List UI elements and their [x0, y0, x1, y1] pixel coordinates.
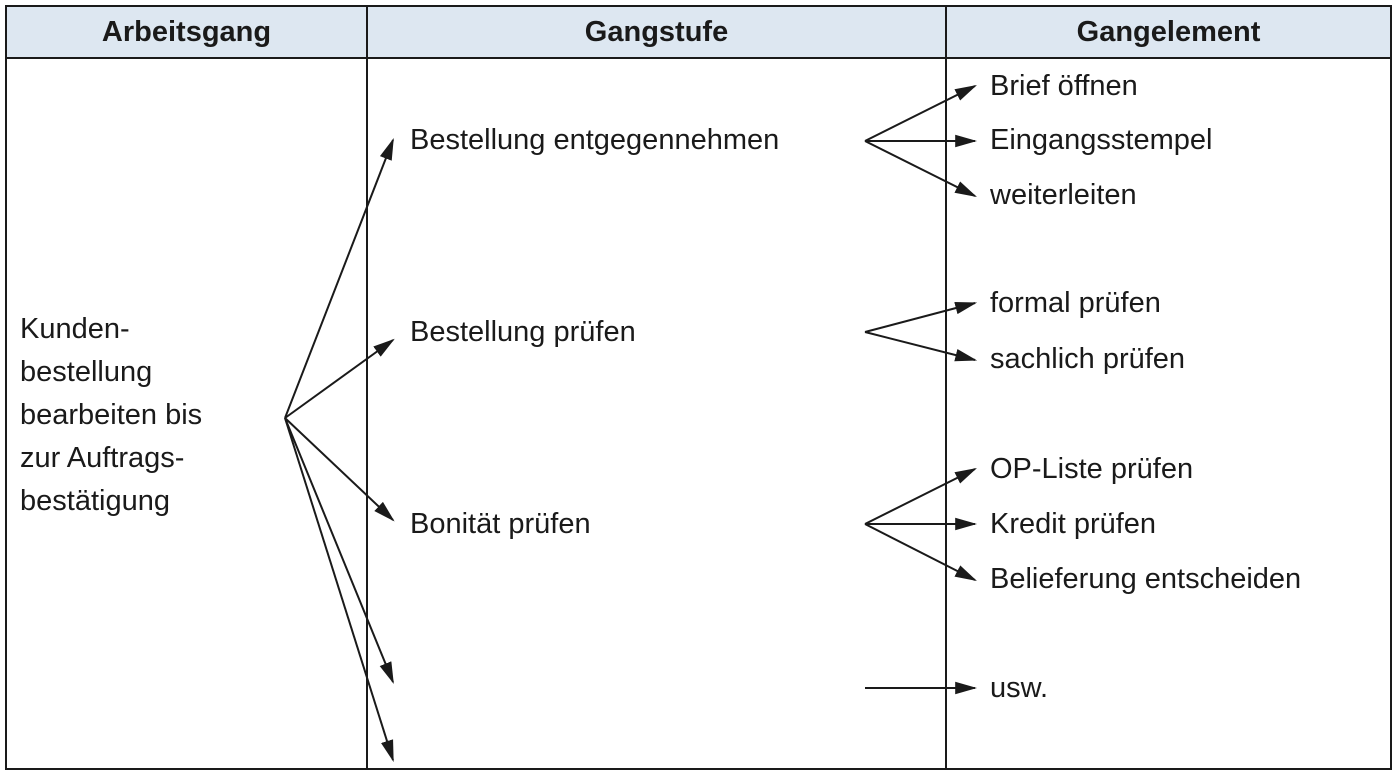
arrow-to-sachlich-pruefen: [864, 331, 978, 362]
header-gangstufe: Gangstufe: [584, 15, 729, 48]
arrow-to-stufe-5: [284, 417, 394, 763]
arrow-to-stufe-4: [284, 417, 394, 685]
gangelement-usw: usw.: [990, 672, 1049, 704]
arbeitsgang-line: zur Auftrags-: [20, 442, 185, 474]
arrow-to-weiterleiten: [864, 140, 977, 197]
gangstufe-bestellung-pruefen: Bestellung prüfen: [410, 316, 636, 348]
arrow-to-belieferung-entscheiden: [864, 523, 977, 581]
gangelement-sachlich-pruefen: sachlich prüfen: [990, 343, 1186, 375]
gangstufe-bonitaet-pruefen: Bonität prüfen: [410, 508, 591, 540]
gangelement-brief-oeffnen: Brief öffnen: [990, 70, 1138, 102]
arbeitsgang-line: bestätigung: [20, 485, 170, 517]
table-border: [5, 5, 1392, 770]
gangelement-op-liste-pruefen: OP-Liste prüfen: [990, 453, 1194, 485]
arbeitsgang-text: Kunden- bestellung bearbeiten bis zur Au…: [20, 308, 202, 523]
gangelement-formal-pruefen: formal prüfen: [990, 287, 1161, 319]
header-gangelement: Gangelement: [1076, 15, 1261, 48]
arrow-to-stufe-3: [284, 417, 395, 522]
gangelement-belieferung-entscheiden: Belieferung entscheiden: [990, 563, 1302, 595]
header-arbeitsgang: Arbeitsgang: [101, 15, 272, 48]
gangelement-kredit-pruefen: Kredit prüfen: [990, 508, 1157, 540]
arrow-to-op-liste-pruefen: [864, 468, 977, 525]
arrow-to-brief-oeffnen: [864, 85, 977, 142]
gangstufe-bestellung-entgegennehmen: Bestellung entgegennehmen: [410, 124, 780, 156]
arbeitsgang-line: Kunden-: [20, 313, 130, 345]
header-band: [6, 6, 1391, 58]
gangelement-weiterleiten: weiterleiten: [990, 179, 1137, 211]
arbeitsgang-line: bearbeiten bis: [20, 399, 203, 431]
arrow-to-stufe-1: [284, 137, 394, 419]
arrow-to-stufe-2: [284, 338, 395, 419]
gangelement-eingangsstempel: Eingangsstempel: [990, 124, 1213, 156]
arrow-to-formal-pruefen: [864, 301, 978, 333]
arbeitsgang-line: bestellung: [20, 356, 153, 388]
